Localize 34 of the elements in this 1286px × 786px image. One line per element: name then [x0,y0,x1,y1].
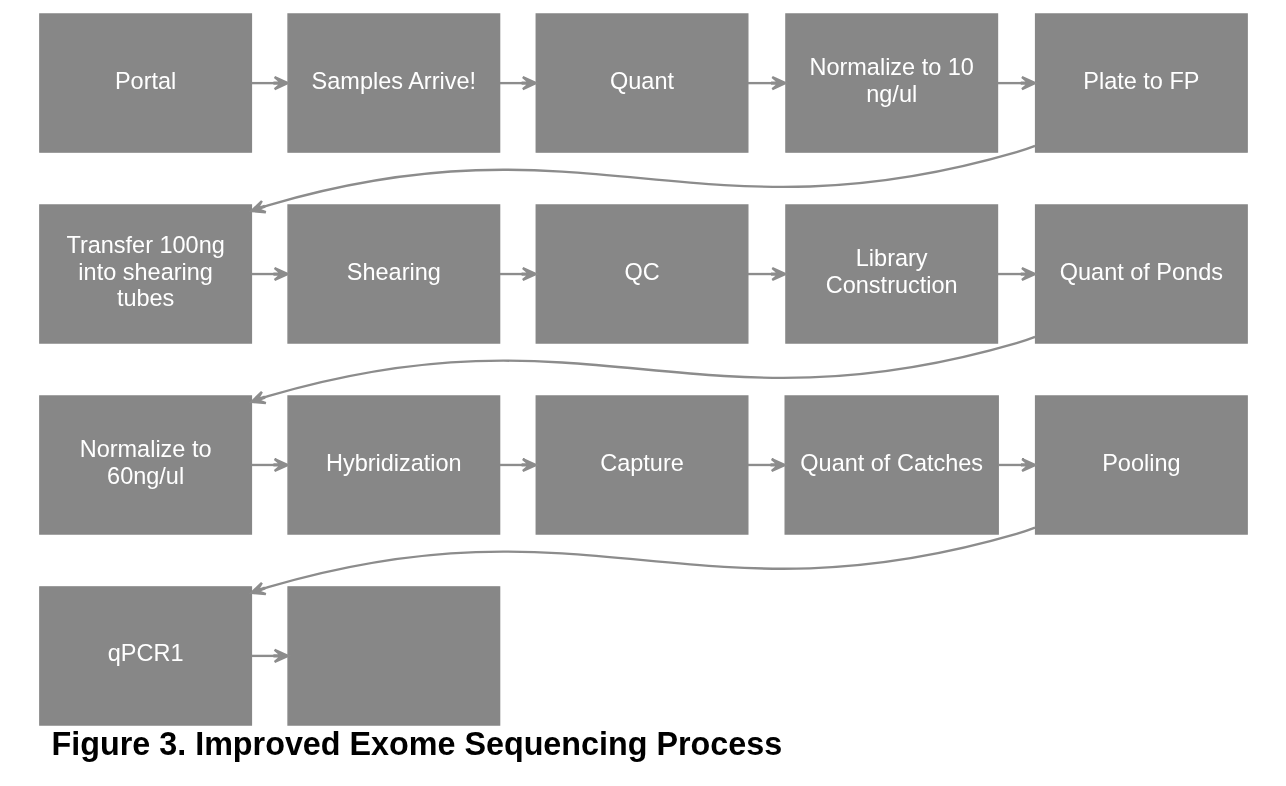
node-box: Quant of Ponds [1034,204,1248,344]
arrow [747,266,787,282]
node-box: Quant [535,13,748,153]
node-box: Normalize to 10 ng/ul [784,13,998,153]
node-box: Plate to FP [1034,13,1248,153]
arrow [997,76,1036,91]
node-box: Pooling [1034,395,1248,535]
node-box: Samples Arrive! [286,13,500,153]
arrow [747,76,787,91]
arrow [251,76,289,91]
node-box [286,586,500,726]
node-box: Hybridization [286,395,500,535]
node-box: QC [535,204,748,344]
arrow [499,266,537,282]
node-box: Capture [535,395,748,535]
node-box: Library Construction [784,204,998,344]
arrow [997,266,1036,282]
node-box: Portal [38,13,252,153]
arrow [249,335,1035,405]
node-box: qPCR1 [38,586,252,726]
arrow [249,144,1035,214]
arrow [499,76,537,91]
arrow [251,457,289,473]
arrow [747,457,786,473]
node-box: Normalize to 60ng/ul [38,395,252,535]
caption: Figure 3. Improved Exome Sequencing Process [51,726,782,763]
node-box: Transfer 100ng into shearing tubes [38,204,252,344]
arrow [499,457,537,473]
arrow [998,457,1036,473]
node-box: Shearing [286,204,500,344]
arrow [251,266,289,282]
arrow [251,648,289,663]
arrow [249,526,1035,596]
node-box: Quant of Catches [784,395,999,535]
